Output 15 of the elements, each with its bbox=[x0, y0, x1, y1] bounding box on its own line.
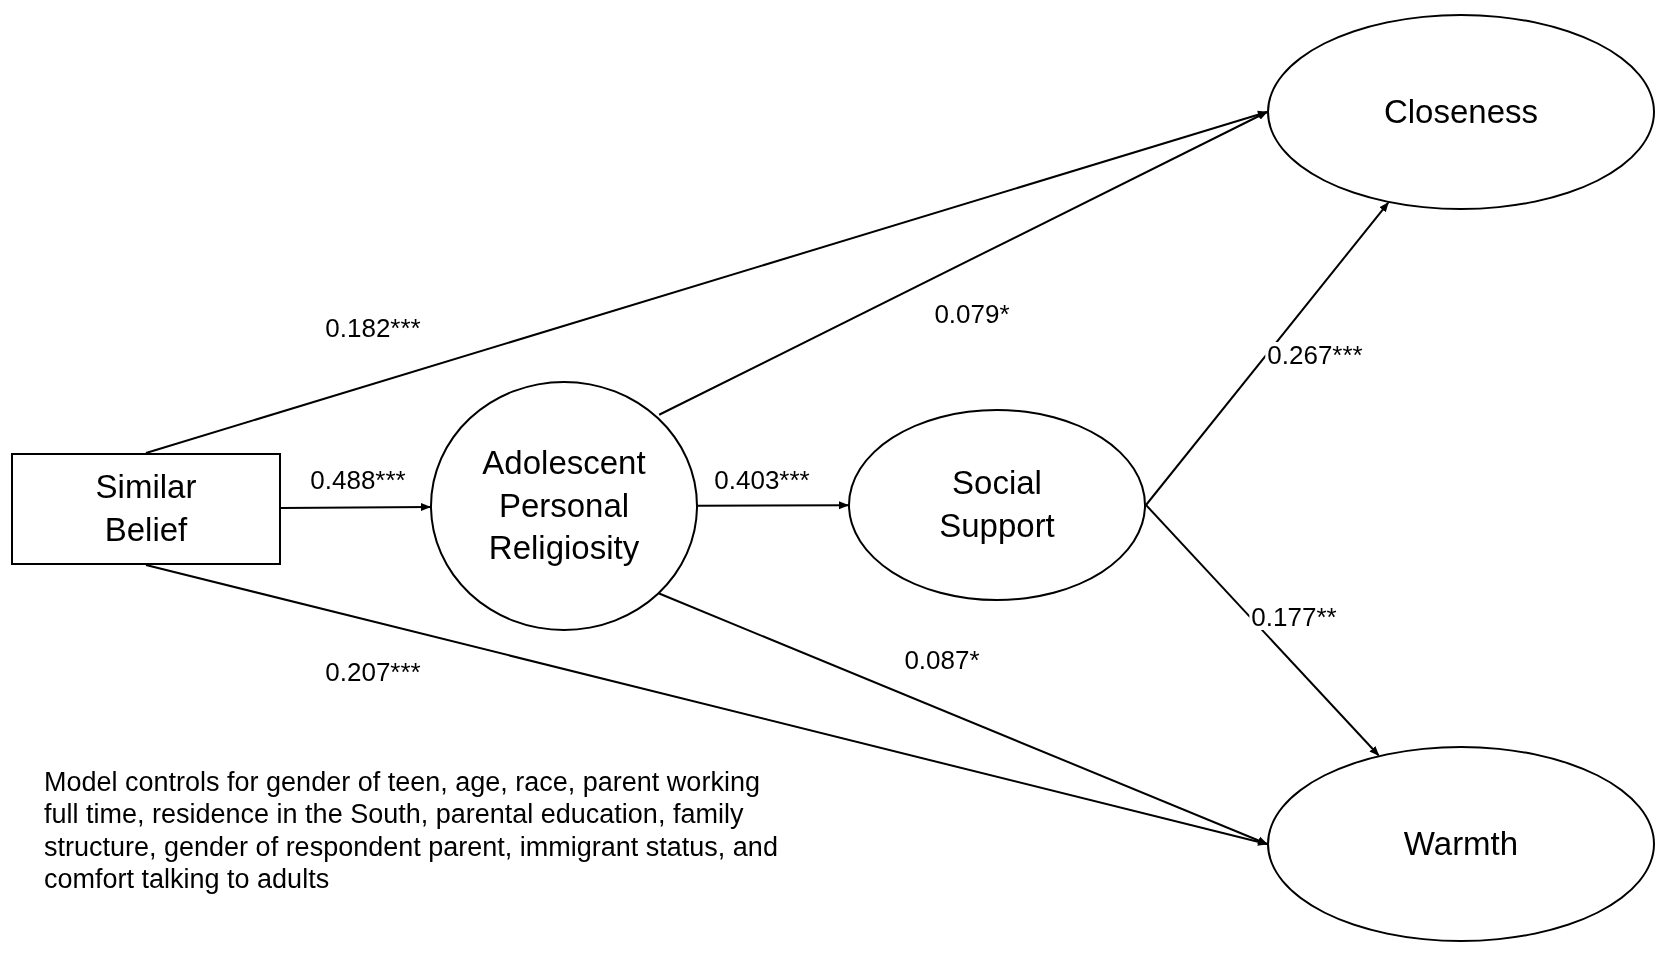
arrow bbox=[1145, 504, 1380, 757]
arrow bbox=[658, 111, 1268, 416]
arrow bbox=[658, 592, 1268, 845]
arrow bbox=[145, 110, 1268, 454]
arrow bbox=[145, 564, 1268, 846]
arrow bbox=[697, 501, 849, 510]
node-label: Social Support bbox=[938, 463, 1056, 546]
note-text: Model controls for gender of teen, age, race, parent working full time, residence in the South, parental education, family structure, gender of respondent parent, immigrant status, and comfort talking to adults bbox=[44, 766, 779, 896]
arrow bbox=[280, 503, 431, 512]
node-label: Closeness bbox=[1383, 91, 1539, 132]
variable-box bbox=[11, 453, 281, 565]
arrow bbox=[1145, 201, 1390, 506]
node-label: Warmth bbox=[1403, 823, 1519, 864]
node-label: Similar Belief bbox=[94, 467, 198, 550]
node-label: Adolescent Personal Religiosity bbox=[481, 442, 647, 569]
